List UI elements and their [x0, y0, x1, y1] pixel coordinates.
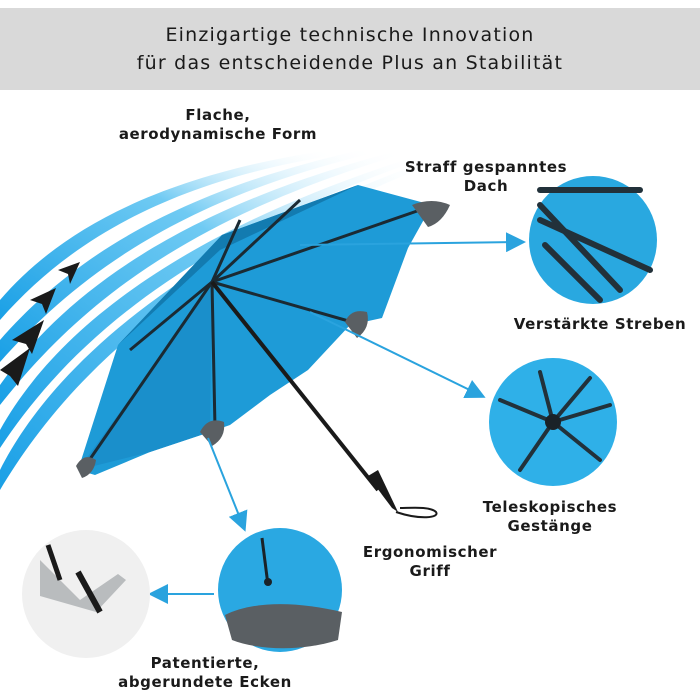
label-corners: Patentierte, abgerundete Ecken	[110, 654, 300, 692]
detail-circle-tip	[22, 530, 150, 658]
wind-arrow-icons	[0, 262, 80, 386]
label-grip-line-2: Griff	[409, 562, 451, 580]
label-telescope: Teleskopisches Gestänge	[470, 498, 630, 536]
label-grip-line-1: Ergonomischer	[362, 543, 498, 561]
label-roof-line-2: Dach	[463, 177, 509, 195]
detail-circle-struts	[529, 176, 657, 304]
detail-circle-telescope	[489, 358, 617, 486]
label-shape-line-2: aerodynamische Form	[118, 125, 318, 143]
detail-circle-corner	[218, 528, 342, 652]
label-telescope-line-1: Teleskopisches	[482, 498, 618, 516]
arrow-corner	[207, 437, 248, 532]
label-roof: Straff gespanntes Dach	[400, 158, 572, 196]
label-corners-line-2: abgerundete Ecken	[118, 673, 292, 691]
label-roof-line-1: Straff gespanntes	[404, 158, 568, 176]
label-corners-line-1: Patentierte,	[150, 654, 260, 672]
label-grip: Ergonomischer Griff	[350, 543, 510, 581]
header-banner: Einzigartige technische Innovation für d…	[0, 8, 700, 90]
umbrella-canopy	[76, 185, 450, 478]
label-shape-line-1: Flache,	[185, 106, 251, 124]
arrow-roof	[299, 232, 526, 253]
label-struts-line-1: Verstärkte Streben	[513, 315, 687, 333]
label-struts: Verstärkte Streben	[500, 315, 700, 334]
label-shape: Flache, aerodynamische Form	[108, 106, 328, 144]
header-title-line-2: für das entscheidende Plus an Stabilität	[136, 52, 564, 74]
arrow-telescope	[309, 311, 486, 398]
label-telescope-line-2: Gestänge	[507, 517, 593, 535]
header-title-line-1: Einzigartige technische Innovation	[165, 24, 535, 46]
umbrella-shaft	[210, 280, 438, 519]
